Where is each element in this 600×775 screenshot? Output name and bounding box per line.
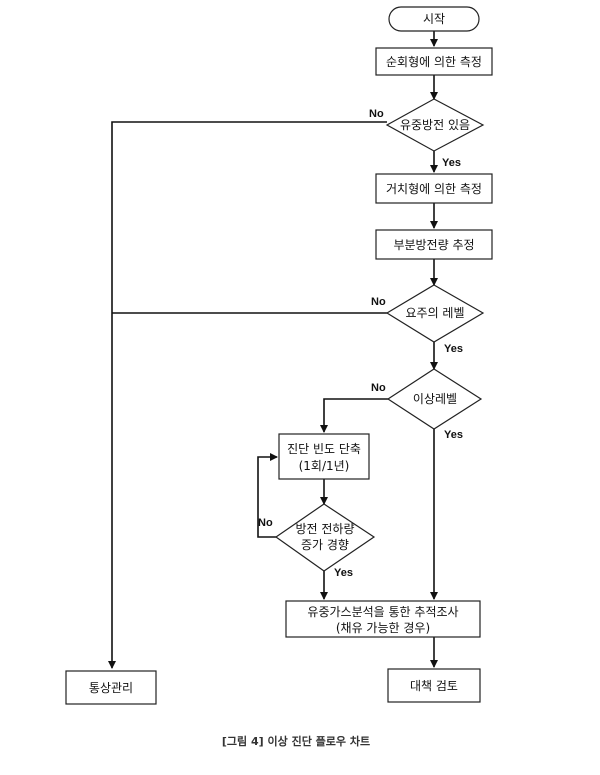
edge-increase-no [257,453,278,538]
node-abnormal-level-label: 이상레벨 [413,392,457,406]
node-discharge-present: 유중방전 있음 [385,98,485,152]
node-measure-patrol-label: 순회형에 의한 측정 [386,55,482,69]
edge-labels: No Yes No Yes No Yes No Yes [258,108,463,579]
node-gas-analysis-line1: 유중가스분석을 통한 추적조사 [307,605,458,619]
node-abnormal-level: 이상레벨 [386,368,483,430]
node-gas-analysis: 유중가스분석을 통한 추적조사 (채유 가능한 경우) [285,600,481,638]
node-measure-patrol: 순회형에 의한 측정 [375,47,493,76]
label-discharge-yes: Yes [442,157,461,169]
label-discharge-no: No [369,108,384,120]
label-caution-yes: Yes [444,343,463,355]
node-estimate-pd: 부분방전량 추정 [375,229,493,260]
label-increase-no: No [258,517,273,529]
edge-abnormal-no [320,398,388,433]
label-increase-yes: Yes [334,567,353,579]
node-countermeasure-label: 대책 검토 [410,678,458,693]
label-caution-no: No [371,296,386,308]
node-discharge-present-label: 유중방전 있음 [400,118,470,132]
node-pd-increase: 방전 전하량 증가 경향 [274,503,376,572]
label-abnormal-no: No [371,382,386,394]
node-normal-mgmt: 통상관리 [65,670,157,705]
node-shorten-interval-line2: (1회/1년) [299,459,350,473]
node-countermeasure: 대책 검토 [387,668,481,703]
node-measure-fixed-label: 거치형에 의한 측정 [386,182,482,196]
edges [108,31,438,669]
node-caution-level-label: 요주의 레벨 [405,306,464,320]
label-abnormal-yes: Yes [444,429,463,441]
node-start-label: 시작 [423,12,445,26]
node-estimate-pd-label: 부분방전량 추정 [393,238,474,252]
node-gas-analysis-line2: (채유 가능한 경우) [336,621,430,635]
node-start: 시작 [388,6,480,32]
figure-caption: [그림 4] 이상 진단 플로우 차트 [222,734,370,748]
node-shorten-interval-line1: 진단 빈도 단축 [287,442,361,456]
node-measure-fixed: 거치형에 의한 측정 [375,173,493,204]
edge-discharge-no [108,121,387,669]
node-caution-level: 요주의 레벨 [385,284,485,343]
node-pd-increase-line2: 증가 경향 [301,538,349,552]
node-shorten-interval: 진단 빈도 단축 (1회/1년) [278,433,370,480]
node-pd-increase-line1: 방전 전하량 [295,522,354,536]
node-normal-mgmt-label: 통상관리 [89,681,133,695]
